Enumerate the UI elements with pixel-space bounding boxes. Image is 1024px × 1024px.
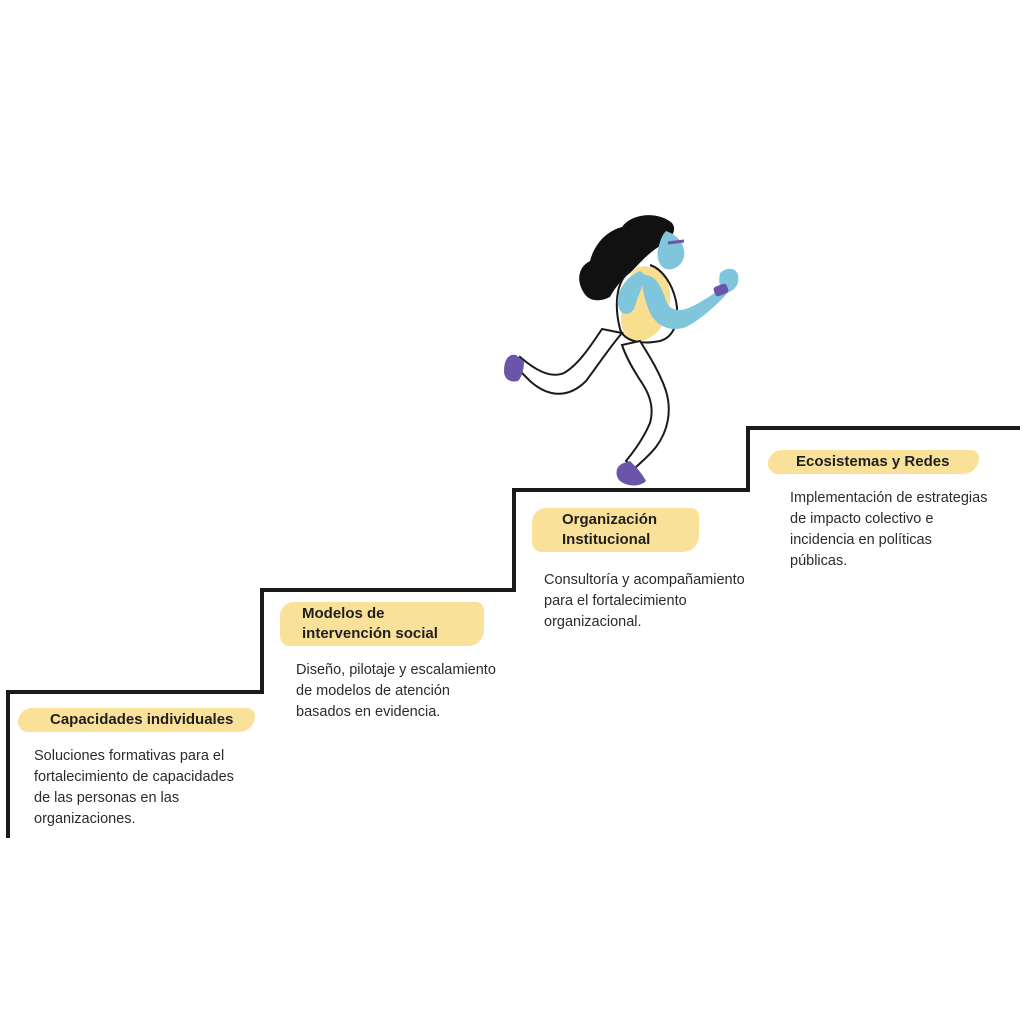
step-description: Soluciones formativas para el fortalecim… [34, 748, 234, 827]
step-modelos-intervencion: Modelos de intervención social Diseño, p… [280, 600, 529, 723]
step-description: Consultoría y acompañamiento para el for… [544, 572, 745, 630]
step-title: Modelos de intervención social [280, 600, 484, 648]
step-organizacion-institucional: Organización Institucional Consultoría y… [531, 506, 781, 633]
front-arm [642, 275, 726, 330]
back-leg [514, 327, 624, 395]
hair-shape [579, 215, 675, 301]
wristband [713, 283, 729, 297]
stair-line [6, 426, 1020, 838]
step-capacidades-individuales: Capacidades individuales Soluciones form… [17, 706, 267, 830]
step-title: Ecosistemas y Redes [767, 448, 980, 476]
step-description: Implementación de estrategias de impacto… [790, 490, 988, 569]
glasses [667, 239, 685, 245]
torso-outline [615, 264, 679, 344]
step-ecosistemas-redes: Ecosistemas y Redes Implementación de es… [767, 448, 1017, 572]
step-description: Diseño, pilotaje y escalamiento de model… [296, 662, 496, 720]
back-shoe [504, 354, 524, 382]
front-shoe [616, 461, 646, 486]
step-title: Organización Institucional [531, 506, 700, 554]
step-title: Capacidades individuales [17, 706, 256, 734]
back-arm [617, 271, 648, 314]
front-leg [620, 339, 670, 471]
running-woman-icon [504, 215, 739, 486]
